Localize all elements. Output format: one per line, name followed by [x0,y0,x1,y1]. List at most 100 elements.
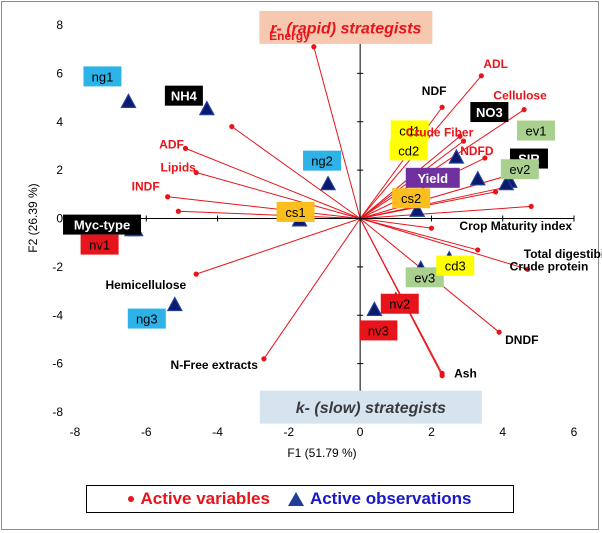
observation-label: nv2 [380,293,419,314]
variable-vector [313,46,361,219]
strategy-banner: k- (slow) strategists [259,390,482,424]
variable-label: INDF [132,180,160,194]
variable-point [175,208,181,214]
observation-label: cd3 [436,255,475,276]
y-tick-label: 0 [56,212,63,226]
observation-label: ev1 [516,120,555,141]
x-axis-label: F1 (51.79 %) [287,446,356,460]
dot-icon [128,496,135,502]
observation-label-text: NH4 [171,89,198,104]
observation-marker [320,175,337,191]
variable-label: Hemicellulose [105,278,186,292]
strategy-banner-box [259,390,482,424]
observation-label-box [405,167,460,188]
variable-label: NDF [422,84,447,98]
x-tick-label: 4 [499,425,506,439]
variable-point [525,266,531,272]
legend-item-variables: Active variables [128,489,270,509]
observation-label-box [276,201,315,222]
variable-label: Crude Fiber [406,125,474,139]
y-tick-label: 4 [56,115,63,129]
variable-vector [185,147,361,219]
observation-label-box [63,214,142,235]
variable-point [165,194,171,200]
variable-point [492,189,499,195]
observation-marker [448,148,465,164]
observation-marker [366,301,383,317]
variable-point [482,155,488,161]
observation-label: cd1 [390,120,429,141]
variable-vector [359,218,528,270]
strategy-banner-text: r- (rapid) strategists [270,20,421,37]
observation-label-box [516,120,555,141]
variable-point [521,107,527,113]
observation-label-text: cd3 [445,259,466,274]
y-tick-label: 2 [56,163,63,177]
observation-label-box [390,120,429,141]
x-tick-label: 0 [357,425,364,439]
observation-label-text: ng3 [136,312,158,327]
observation-label: NH4 [164,85,203,106]
y-tick-label: -4 [52,308,63,322]
observation-label-text: Yield [417,171,448,186]
observation-marker [469,170,486,186]
variable-point [478,73,484,79]
variable-label: Crop Maturity index [459,219,572,233]
legend-label-variables: Active variables [140,489,270,508]
observation-label-text: ev3 [414,270,435,285]
x-tick-label: -4 [212,425,223,439]
variable-vector [196,218,361,275]
observation-label: cs2 [392,188,431,209]
observation-marker [409,201,426,217]
vector-layer [165,44,534,379]
variable-point [475,247,481,253]
observation-label-box [500,159,539,180]
variable-point [182,145,189,151]
observation-label: cd2 [389,140,428,161]
observation-label: ev3 [405,267,444,288]
y-tick-label: -2 [52,260,63,274]
variable-label: NDFD [460,144,494,158]
observation-label: Yield [405,167,460,188]
variable-vector [231,126,361,219]
observation-label-text: cs1 [285,205,305,220]
variable-point [496,329,502,335]
x-tick-label: 2 [428,425,435,439]
variable-vector [359,109,525,219]
observation-label-box [164,85,203,106]
legend: Active variables Active observations [86,485,514,513]
variable-point [193,169,199,176]
observation-label-text: ng1 [92,69,114,84]
variable-vector [360,218,432,229]
observation-marker [198,100,215,116]
observation-label-text: cs2 [401,191,421,206]
variable-label: Energy [269,29,310,43]
variable-vector [196,172,361,219]
observation-label-text: cd2 [398,143,419,158]
variable-vector [178,210,361,219]
y-tick-label: 8 [56,18,63,32]
observation-label-text: cd1 [399,123,420,138]
strategy-banner-box [259,10,433,44]
x-tick-label: -8 [70,425,81,439]
observation-label-box [127,308,166,329]
observation-label-box [392,188,431,209]
observation-label: nv1 [80,234,119,255]
x-tick-label: -6 [141,425,152,439]
observation-label: ev2 [500,159,539,180]
observation-label-box [359,320,398,341]
variable-label: DNDF [505,333,538,347]
observation-label-box [83,66,122,87]
y-axis-label: F2 (26.39 %) [26,183,40,252]
variable-point [439,373,445,379]
legend-label-observations: Active observations [309,489,472,508]
observation-label: nv3 [359,320,398,341]
y-tick-label: 6 [56,66,63,80]
y-tick-label: -6 [52,357,63,371]
observation-marker [120,93,137,109]
variable-vector [263,218,361,360]
observation-label: Myc-type [63,214,142,235]
